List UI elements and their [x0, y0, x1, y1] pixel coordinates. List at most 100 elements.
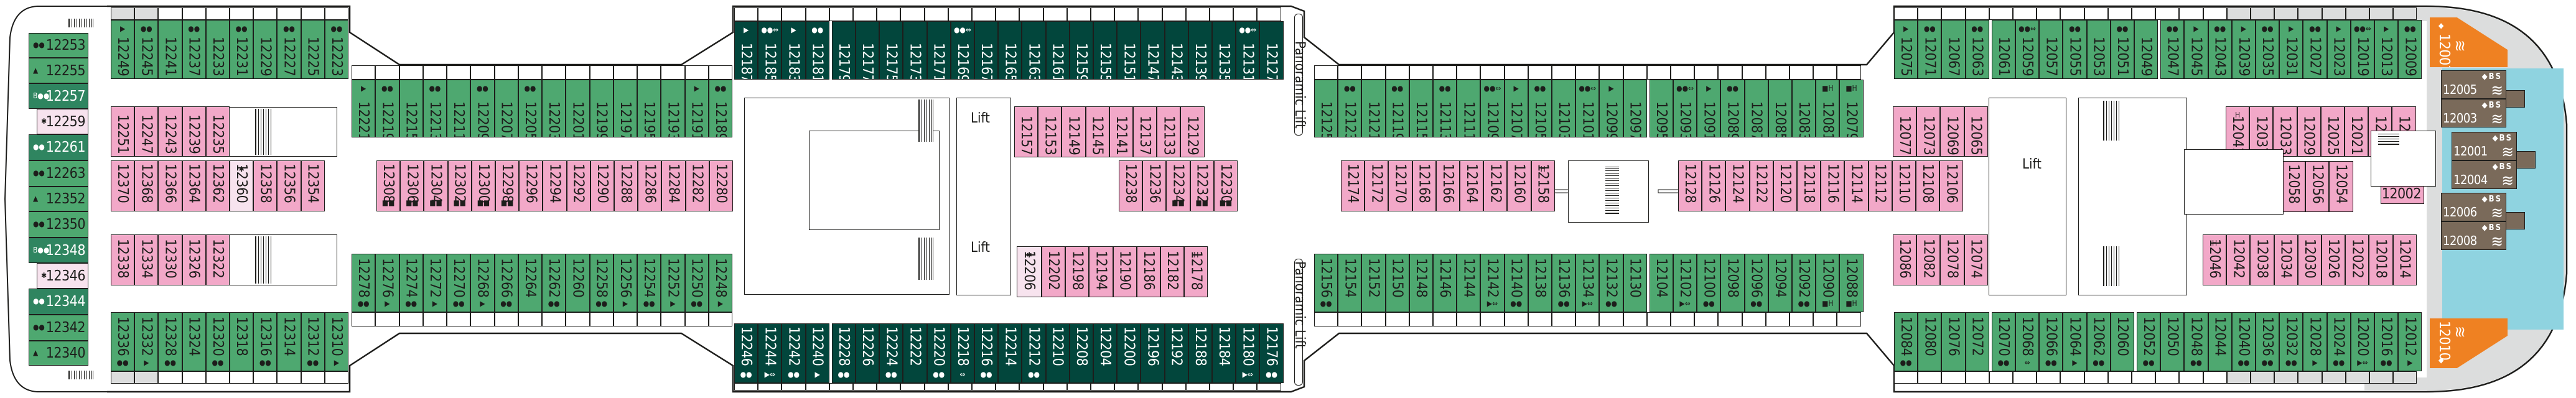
cabin-12162[interactable]: 12162 — [1483, 160, 1508, 211]
cabin-12070[interactable]: 12070●● — [1991, 312, 2015, 371]
cabin-12121[interactable]: 12121 — [1361, 80, 1386, 137]
cabin-12226[interactable]: 12226 — [856, 323, 880, 383]
cabin-12168[interactable]: 12168 — [1412, 160, 1436, 211]
cabin-12177[interactable]: 12177 — [856, 21, 880, 80]
cabin-12227[interactable]: 12227●● — [277, 20, 301, 79]
cabin-12086[interactable]: 12086 — [1893, 234, 1917, 285]
cabin-12064[interactable]: 12064▶ — [2063, 312, 2087, 371]
cabin-12274[interactable]: 12274●● — [399, 254, 423, 312]
cabin-12197[interactable]: 12197 — [613, 80, 637, 137]
cabin-12247[interactable]: 12247 — [134, 106, 159, 157]
cabin-12077[interactable]: 12077 — [1893, 106, 1917, 157]
cabin-12134[interactable]: 12134▶⇔ — [1575, 254, 1600, 312]
cabin-12268[interactable]: 12268▶ — [470, 254, 495, 312]
cabin-12085[interactable]: 12085 — [1768, 80, 1792, 137]
cabin-12284[interactable]: 12284 — [661, 160, 686, 211]
cabin-12027[interactable]: 12027●● — [2303, 20, 2327, 79]
cabin-12012[interactable]: 12012▶ — [2398, 312, 2422, 371]
cabin-12140[interactable]: 12140●● — [1504, 254, 1528, 312]
cabin-12310[interactable]: 12310▶ — [324, 312, 348, 371]
cabin-12344[interactable]: 12344●● — [29, 289, 88, 315]
cabin-12042[interactable]: 12042 — [2226, 234, 2251, 285]
cabin-12259[interactable]: 12259✱ — [37, 109, 88, 134]
cabin-12322[interactable]: 12322 — [205, 234, 230, 285]
cabin-12123[interactable]: 12123●● — [1338, 80, 1362, 137]
cabin-12075[interactable]: 12075▶ — [1894, 20, 1918, 79]
cabin-12270[interactable]: 12270●● — [447, 254, 471, 312]
cabin-12038[interactable]: 12038 — [2250, 234, 2274, 285]
cabin-12056[interactable]: 12056 — [2305, 161, 2330, 212]
cabin-12326[interactable]: 12326 — [182, 234, 206, 285]
cabin-12230[interactable]: 12230■■ — [1213, 160, 1238, 211]
cabin-12212[interactable]: 12212●● — [1022, 323, 1046, 383]
cabin-12181[interactable]: 12181●● — [805, 21, 829, 80]
cabin-12336[interactable]: 12336●● — [111, 312, 135, 371]
cabin-12340[interactable]: 12340▲ — [29, 341, 88, 366]
cabin-12148[interactable]: 12148 — [1409, 254, 1433, 312]
cabin-12003[interactable]: 12003◆BS≋ — [2441, 99, 2506, 127]
cabin-12362[interactable]: 12362 — [205, 160, 230, 211]
cabin-12049[interactable]: 12049 — [2134, 20, 2158, 79]
cabin-12360[interactable]: 12360✱ — [230, 160, 254, 211]
cabin-12368[interactable]: 12368 — [134, 160, 159, 211]
cabin-12135[interactable]: 12135 — [1212, 21, 1236, 80]
cabin-12040[interactable]: 12040●● — [2231, 312, 2256, 371]
cabin-12370[interactable]: 12370 — [111, 160, 135, 211]
cabin-12103[interactable]: 12103 — [1552, 80, 1576, 137]
cabin-12195[interactable]: 12195 — [637, 80, 661, 137]
cabin-12005[interactable]: 12005◆BS≋ — [2441, 70, 2506, 99]
cabin-12081[interactable]: 12081■H — [1816, 80, 1840, 137]
cabin-12156[interactable]: 12156●● — [1314, 254, 1338, 312]
cabin-12079[interactable]: 12079■H — [1839, 80, 1864, 137]
cabin-12055[interactable]: 12055●● — [2063, 20, 2087, 79]
cabin-12300[interactable]: 12300■■ — [471, 160, 495, 211]
cabin-12059[interactable]: 12059●●⇔ — [2015, 20, 2040, 79]
cabin-12334[interactable]: 12334 — [134, 234, 159, 285]
cabin-12048[interactable]: 12048●● — [2184, 312, 2208, 371]
cabin-12069[interactable]: 12069 — [1940, 106, 1964, 157]
cabin-12192[interactable]: 12192 — [1164, 323, 1188, 383]
cabin-12132[interactable]: 12132●● — [1599, 254, 1623, 312]
cabin-12004[interactable]: 12004◆BS≋ — [2452, 160, 2517, 189]
cabin-12160[interactable]: 12160 — [1507, 160, 1531, 211]
cabin-12033[interactable]: 12033 — [2273, 106, 2297, 157]
cabin-12184[interactable]: 12184 — [1212, 323, 1236, 383]
cabin-12159[interactable]: 12159 — [1069, 21, 1093, 80]
cabin-12258[interactable]: 12258●● — [589, 254, 614, 312]
cabin-12198[interactable]: 12198 — [1065, 246, 1090, 297]
cabin-12224[interactable]: 12224●● — [879, 323, 903, 383]
cabin-12223[interactable]: 12223●● — [324, 20, 348, 79]
cabin-12246[interactable]: 12246●● — [734, 323, 758, 383]
cabin-12074[interactable]: 12074 — [1964, 234, 1988, 285]
cabin-12025[interactable]: 12025 — [2320, 106, 2345, 157]
cabin-12090[interactable]: 12090■H — [1816, 254, 1840, 312]
cabin-12215[interactable]: 12215 — [399, 80, 423, 137]
cabin-12203[interactable]: 12203 — [542, 80, 566, 137]
cabin-12020[interactable]: 12020▶⇔ — [2350, 312, 2374, 371]
cabin-12120[interactable]: 12120 — [1773, 160, 1797, 211]
cabin-12294[interactable]: 12294 — [543, 160, 567, 211]
cabin-12266[interactable]: 12266●● — [494, 254, 518, 312]
cabin-12338[interactable]: 12338 — [111, 234, 135, 285]
cabin-12324[interactable]: 12324 — [182, 312, 206, 371]
cabin-12204[interactable]: 12204 — [1093, 323, 1118, 383]
cabin-12110[interactable]: 12110 — [1892, 160, 1916, 211]
cabin-12115[interactable]: 12115 — [1409, 80, 1433, 137]
cabin-12173[interactable]: 12173 — [903, 21, 927, 80]
cabin-12286[interactable]: 12286 — [638, 160, 662, 211]
cabin-12066[interactable]: 12066●● — [2039, 312, 2063, 371]
cabin-12139[interactable]: 12139 — [1188, 21, 1212, 80]
cabin-12126[interactable]: 12126 — [1702, 160, 1726, 211]
cabin-12145[interactable]: 12145 — [1085, 106, 1109, 157]
cabin-12352[interactable]: 12352▲ — [29, 187, 88, 211]
cabin-12167[interactable]: 12167 — [974, 21, 999, 80]
cabin-12061[interactable]: 12061 — [1991, 20, 2015, 79]
cabin-12141[interactable]: 12141 — [1109, 106, 1133, 157]
cabin-12152[interactable]: 12152 — [1361, 254, 1386, 312]
cabin-12166[interactable]: 12166 — [1435, 160, 1460, 211]
cabin-12131[interactable]: 12131●●⇔ — [1236, 21, 1260, 80]
cabin-12228[interactable]: 12228●● — [831, 323, 856, 383]
